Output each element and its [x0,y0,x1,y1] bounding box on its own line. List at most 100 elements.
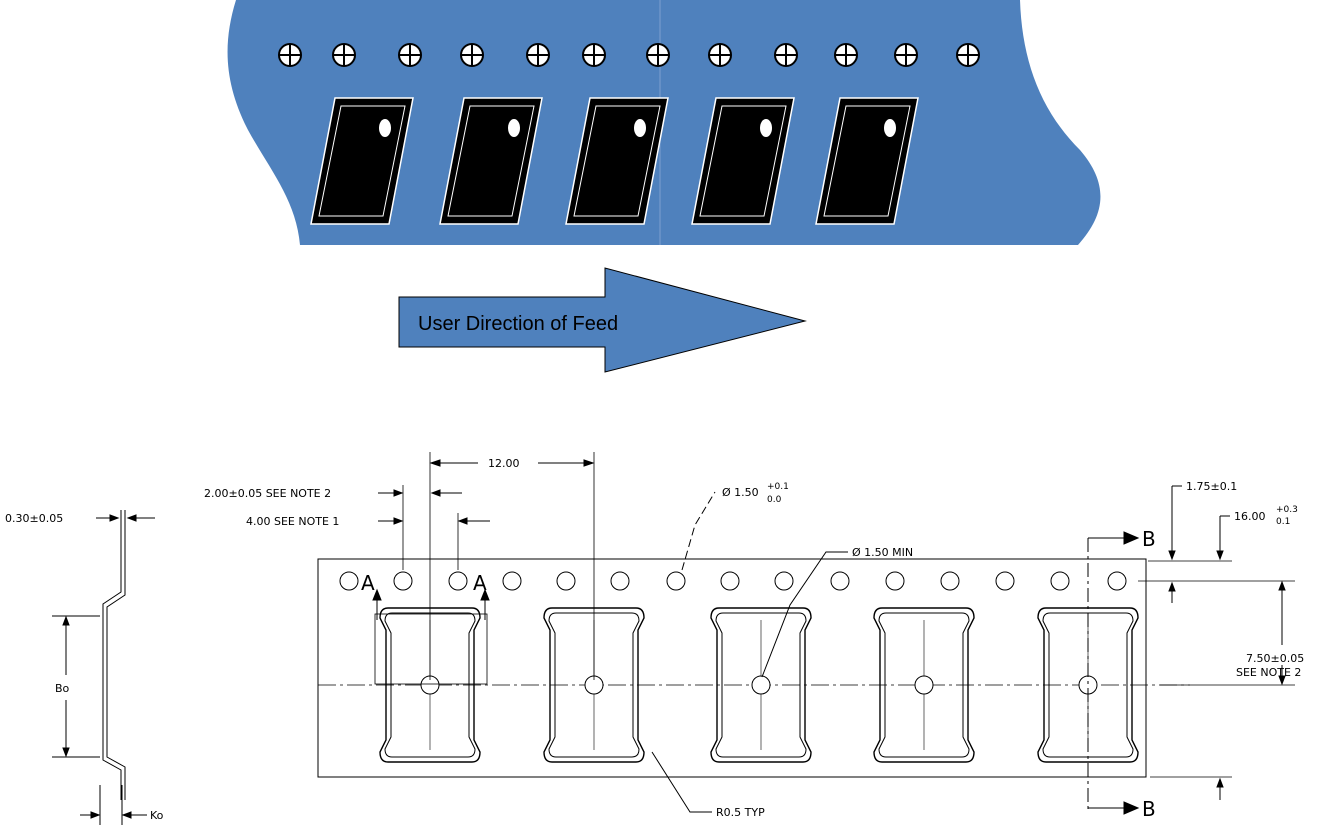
pin1-marker [760,119,772,137]
radius-leader [651,751,712,813]
bo-label: Bo [55,682,70,695]
plan-sprocket-hole [774,571,794,591]
plan-pocket [543,607,645,763]
section-b-arrow-top [1123,531,1140,545]
sprocket-holes [278,43,980,67]
hole-dia-tol-upper: +0.1 [767,482,789,492]
pocket-inner-wall [1042,612,1134,758]
sprocket-hole-icon [956,43,980,67]
center-note-label: SEE NOTE 2 [1236,666,1301,679]
section-a-arrow-right [480,588,490,601]
section-a-box [374,613,488,685]
plan-sprocket-hole [885,571,905,591]
radius-label: R0.5 TYP [716,806,765,819]
component-pocket [565,97,669,225]
hole-dia-label: Ø 1.50 [722,486,759,499]
plan-sprocket-hole [830,571,850,591]
sprocket-hole-icon [834,43,858,67]
pocket-hole-label: Ø 1.50 MIN [852,546,913,559]
plan-sprocket-hole [995,571,1015,591]
section-a-arrow-left [372,588,382,601]
sprocket-hole-icon [278,43,302,67]
feed-arrow-shape [398,267,807,373]
section-b-label-top: B [1142,527,1156,551]
plan-sprocket-hole [1050,571,1070,591]
hole-pitch-arrow-left [393,517,404,525]
section-b-label-bottom: B [1142,797,1156,821]
plan-sprocket-hole [666,571,686,591]
ko-label: Ko [150,809,164,822]
thickness-arrow-right [126,514,137,522]
plan-sprocket-hole [1107,571,1127,591]
width-tol-lower: 0.1 [1276,517,1290,527]
center-arrow-bottom [1278,675,1286,686]
width-tol-upper: +0.3 [1276,505,1298,515]
component-pocket [310,97,414,225]
feed-arrow-label: User Direction of Feed [418,313,618,335]
plan-sprocket-hole [502,571,522,591]
section-a-label-right: A [473,571,487,595]
thickness-arrow-left [109,514,120,522]
sprocket-hole-icon [398,43,422,67]
edge-hole-arrow-bottom [1168,581,1176,592]
pin1-marker [634,119,646,137]
ko-arrow-left [90,811,101,819]
sprocket-hole-icon [708,43,732,67]
pocket-inner-wall [548,612,640,758]
hole-offset-label: 2.00±0.05 SEE NOTE 2 [204,487,331,500]
sprocket-hole-icon [526,43,550,67]
hole-pitch-label: 4.00 SEE NOTE 1 [246,515,339,528]
pocket-outer-wall [1037,607,1139,763]
section-a-label-left: A [361,571,375,595]
pocket-outer-wall [873,607,975,763]
profile-outline-outer [102,510,122,800]
thickness-label: 0.30±0.05 [5,512,63,525]
hole-offset-arrow-right [430,489,441,497]
sprocket-hole-icon [894,43,918,67]
pocket-hole [914,675,934,695]
component-pocket [439,97,543,225]
pocket-inner-wall [384,612,476,758]
pin1-marker [508,119,520,137]
pocket-inner-wall [878,612,970,758]
pitch-label: 12.00 [488,457,520,470]
plan-sprocket-hole [940,571,960,591]
plan-pocket [710,607,812,763]
plan-sprocket-hole [610,571,630,591]
side-profile-view [52,510,155,825]
plan-sprocket-hole [720,571,740,591]
ko-arrow-right [121,811,132,819]
plan-sprocket-hole [339,571,359,591]
plan-sprocket-holes [339,571,1127,591]
tape-outline [317,558,1147,778]
sprocket-hole-icon [582,43,606,67]
carrier-tape-illustration [227,0,1101,245]
sprocket-hole-icon [460,43,484,67]
edge-hole-label: 1.75±0.1 [1186,480,1237,493]
pocket-outer-wall [543,607,645,763]
sprocket-hole-icon [774,43,798,67]
plan-sprocket-hole [448,571,468,591]
plan-pocket [873,607,975,763]
hole-offset-arrow-left [393,489,404,497]
width-arrow-top [1216,550,1224,561]
component-pockets [310,97,919,225]
profile-outline-inner [106,510,126,800]
width-arrow-bottom [1216,777,1224,788]
plan-sprocket-hole [556,571,576,591]
hole-dia-leader [681,491,716,571]
component-pocket [691,97,795,225]
plan-sprocket-hole [393,571,413,591]
sprocket-hole-icon [332,43,356,67]
pin1-marker [884,119,896,137]
pocket-inner-wall [715,612,807,758]
hole-pitch-arrow-right [457,517,468,525]
pin1-marker [379,119,391,137]
feed-direction-arrow: User Direction of Feed [398,267,807,373]
bo-arrow-top [62,615,70,626]
pitch-arrow-right [583,459,595,467]
hole-dia-tol-lower: 0.0 [767,495,782,505]
section-b-arrow-bottom [1123,801,1140,815]
center-arrow-top [1278,580,1286,591]
